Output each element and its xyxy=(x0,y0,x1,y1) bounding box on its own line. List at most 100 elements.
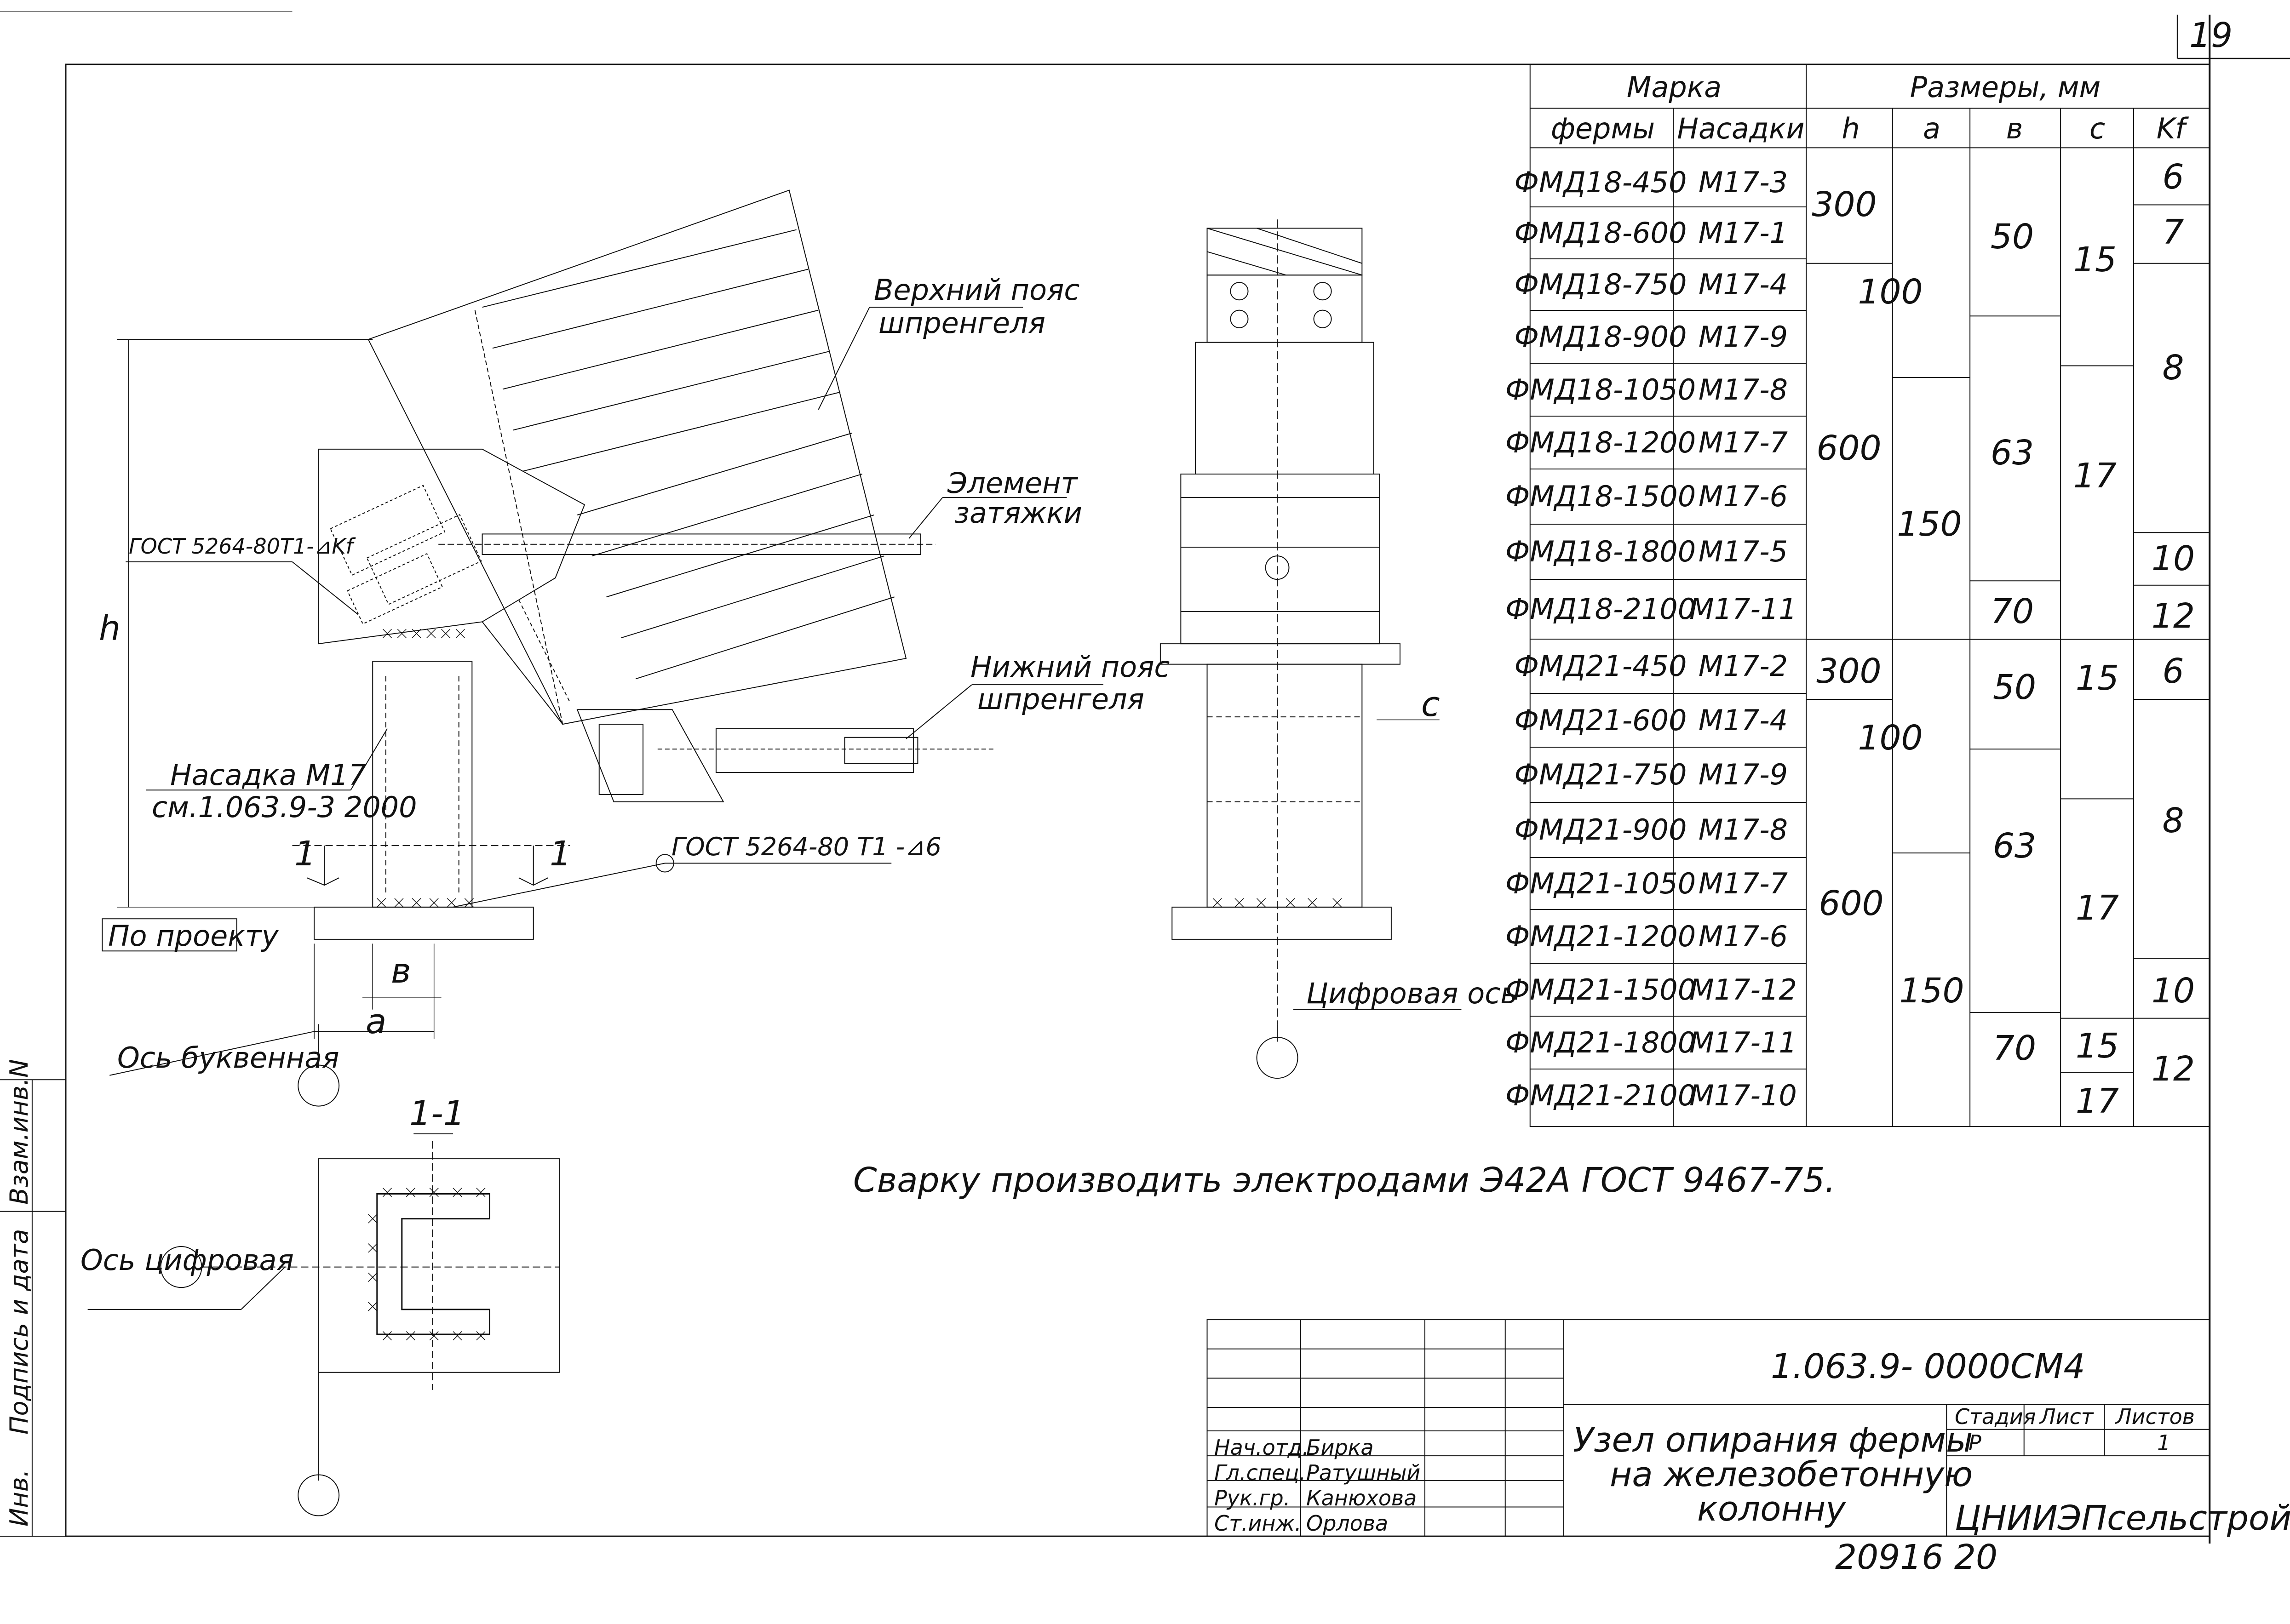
label-cut-right: 1 xyxy=(550,834,572,874)
table-cell-nasadka: М17-8 xyxy=(1698,813,1788,846)
cell-a-100: 100 xyxy=(1858,272,1923,312)
table-header-v: в xyxy=(2006,112,2023,145)
title-block-role: Нач.отд. xyxy=(1214,1435,1309,1460)
label-os-bukvennaya: Ось буквенная xyxy=(117,1041,339,1075)
cell-v-70: 70 xyxy=(1992,1029,2037,1068)
cell-v-63: 63 xyxy=(1992,826,2037,866)
title-block-role: Рук.гр. xyxy=(1214,1486,1291,1510)
archive-number: 20916 20 xyxy=(1835,1538,1998,1577)
title-block-role: Гл.спец. xyxy=(1214,1460,1306,1485)
table-cell-nasadka: М17-9 xyxy=(1698,758,1788,791)
cell-kf-12: 12 xyxy=(2151,1049,2195,1089)
welding-note: Сварку производить электродами Э42А ГОСТ… xyxy=(853,1161,1836,1200)
side-stamp-vzam: Взам.инв.N xyxy=(5,1059,34,1205)
cell-v-50: 50 xyxy=(1992,668,2037,707)
cell-a-100: 100 xyxy=(1858,718,1923,758)
label-tie-element: Элемент xyxy=(947,466,1078,500)
table-cell-ferma: ФМД18-2100 xyxy=(1505,592,1696,626)
label-upper-chord-2: шпренгеля xyxy=(878,306,1045,340)
table-cell-ferma: ФМД18-1800 xyxy=(1505,535,1696,568)
table-cell-nasadka: М17-11 xyxy=(1689,1025,1797,1059)
label-gost-weld-bottom: ГОСТ 5264-80 Т1 -⊿6 xyxy=(672,832,941,861)
cell-h-300: 300 xyxy=(1816,652,1882,691)
table-cell-ferma: ФМД21-2100 xyxy=(1505,1078,1696,1112)
title-block-name: Бирка xyxy=(1306,1435,1374,1460)
label-os-cifrovaya: Ось цифровая xyxy=(80,1243,294,1277)
cell-kf-6: 6 xyxy=(2162,652,2184,691)
table-header-c: c xyxy=(2089,112,2106,145)
cell-kf-8: 8 xyxy=(2162,801,2184,841)
list-label: Лист xyxy=(2040,1404,2094,1429)
table-cell-ferma: ФМД18-750 xyxy=(1514,268,1687,301)
dim-v: в xyxy=(391,951,411,991)
title-block-name: Орлова xyxy=(1306,1511,1389,1536)
table-header-a: a xyxy=(1923,112,1940,145)
table-header-fermy: фермы xyxy=(1550,112,1655,145)
table-cell-nasadka: М17-4 xyxy=(1698,268,1788,301)
cell-v-70: 70 xyxy=(1990,592,2034,631)
cell-kf-8: 8 xyxy=(2162,348,2184,388)
cell-a-150: 150 xyxy=(1897,504,1962,544)
side-stamp-inv: Инв. xyxy=(5,1469,34,1527)
table-cell-ferma: ФМД21-450 xyxy=(1514,649,1687,683)
side-stamp-podpis: Подпись и дата xyxy=(5,1229,34,1435)
cell-a-150: 150 xyxy=(1899,971,1964,1011)
doc-code: 1.063.9- 0000СМ4 xyxy=(1771,1347,2085,1386)
table-header-kf: Kf xyxy=(2156,112,2186,145)
cell-c-15: 15 xyxy=(2075,658,2119,698)
table-cell-nasadka: М17-6 xyxy=(1698,480,1788,513)
table-cell-ferma: ФМД18-450 xyxy=(1514,166,1687,199)
cell-c-17: 17 xyxy=(2075,888,2119,928)
cell-h-600: 600 xyxy=(1819,884,1884,923)
title-block-name: Канюхова xyxy=(1306,1486,1417,1510)
table-header-marka: Марка xyxy=(1626,70,1722,104)
dim-c: с xyxy=(1421,685,1440,724)
dim-h: h xyxy=(99,609,121,648)
table-cell-ferma: ФМД18-1050 xyxy=(1505,372,1696,406)
table-cell-nasadka: М17-5 xyxy=(1698,535,1788,568)
table-cell-ferma: ФМД21-750 xyxy=(1514,758,1687,791)
label-nasadka-ref: см.1.063.9-3 2000 xyxy=(152,790,417,824)
org-name: ЦНИИЭПсельстрой xyxy=(1955,1498,2290,1538)
listov-label: Листов xyxy=(2116,1404,2195,1429)
title-line-3: колонну xyxy=(1697,1489,1846,1529)
listov-value: 1 xyxy=(2157,1430,2171,1455)
page-number: 19 xyxy=(2189,16,2233,55)
table-cell-nasadka: М17-10 xyxy=(1689,1078,1797,1112)
table-cell-nasadka: М17-4 xyxy=(1698,703,1788,737)
table-cell-ferma: ФМД21-600 xyxy=(1514,703,1687,737)
table-cell-ferma: ФМД18-1500 xyxy=(1505,480,1696,513)
table-cell-ferma: ФМД18-1200 xyxy=(1505,425,1696,459)
table-cell-ferma: ФМД21-900 xyxy=(1514,813,1687,846)
cell-c-15: 15 xyxy=(2075,1026,2119,1066)
title-block-role: Ст.инж. xyxy=(1214,1511,1302,1536)
table-cell-nasadka: М17-2 xyxy=(1698,649,1788,683)
cell-kf-12: 12 xyxy=(2151,596,2195,636)
table-cell-nasadka: М17-7 xyxy=(1698,425,1788,459)
label-gost-weld-top: ГОСТ 5264-80Т1-⊿Kf xyxy=(129,534,353,559)
label-cifrovaya-os: Цифровая ось xyxy=(1306,977,1517,1010)
table-cell-ferma: ФМД21-1800 xyxy=(1505,1025,1696,1059)
table-cell-ferma: ФМД21-1200 xyxy=(1505,919,1696,953)
stadia-label: Стадия xyxy=(1955,1404,2036,1429)
cell-kf-7: 7 xyxy=(2162,212,2184,252)
table-cell-nasadka: М17-7 xyxy=(1698,866,1788,900)
title-line-2: на железобетонную xyxy=(1610,1455,1973,1494)
cell-c-17: 17 xyxy=(2075,1081,2119,1121)
stadia-value: Р xyxy=(1969,1430,1981,1455)
label-upper-chord: Верхний пояс xyxy=(874,273,1080,307)
table-cell-nasadka: М17-11 xyxy=(1689,592,1797,626)
cell-h-600: 600 xyxy=(1816,429,1882,468)
table-cell-nasadka: М17-8 xyxy=(1698,372,1788,406)
title-block-name: Ратушный xyxy=(1306,1460,1421,1485)
cell-h-300: 300 xyxy=(1812,185,1877,224)
cell-c-15: 15 xyxy=(2073,240,2117,280)
table-header-sizes: Размеры, мм xyxy=(1910,70,2101,104)
label-lower-chord: Нижний пояс xyxy=(970,650,1170,684)
table-cell-nasadka: М17-9 xyxy=(1698,320,1788,354)
label-po-proektu: По проекту xyxy=(108,919,279,953)
label-tie-element-2: затяжки xyxy=(954,496,1082,530)
table-cell-nasadka: М17-3 xyxy=(1698,166,1788,199)
